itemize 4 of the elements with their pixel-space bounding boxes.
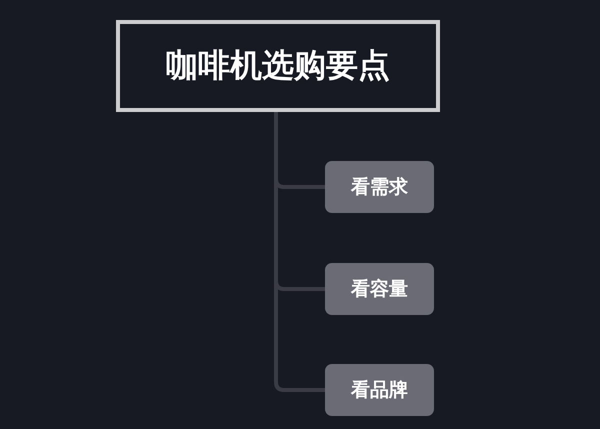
- topic-box: 看容量: [325, 263, 434, 315]
- topic-box: 看需求: [325, 161, 434, 213]
- topic-box: 看品牌: [325, 364, 434, 416]
- title-box: 咖啡机选购要点: [116, 20, 440, 112]
